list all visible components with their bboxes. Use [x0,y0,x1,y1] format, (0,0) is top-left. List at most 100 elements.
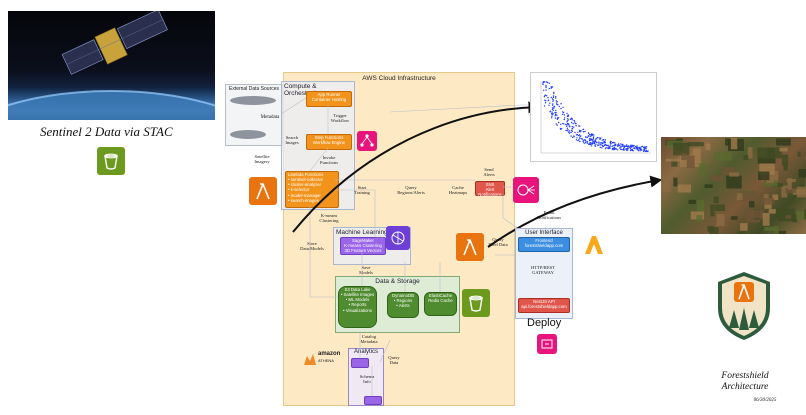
external-data-sources: External Data Sources Metadata [225,84,283,146]
scatter-point [609,145,611,147]
scatter-point [584,130,586,133]
map-patch [704,184,713,188]
scatter-point [631,148,633,150]
scatter-point [625,148,627,150]
map-patch [760,198,774,205]
scatter-point [551,107,554,109]
scatter-point [561,111,564,113]
scatter-point [569,118,572,120]
edge-invoke-functions: Invoke Functions [319,155,339,166]
external-title: External Data Sources [228,86,280,92]
map-patch [721,167,735,176]
scatter-point [621,148,623,151]
scatter-point [609,147,611,149]
scatter-point [552,99,554,101]
scatter-point [629,147,631,150]
map-patch [764,226,775,231]
map-patch [762,213,770,226]
scatter-point [555,123,557,125]
map-patch [688,199,697,204]
nestjs-api-node[interactable]: NestJS API api.forestshieldapp.com [518,298,570,313]
athena-brand: amazon [318,351,341,357]
scatter-point [572,122,574,125]
map-patch [757,157,776,164]
scatter-point [603,140,605,143]
scatter-point [583,142,585,144]
scatter-point [598,141,600,143]
scatter-point [594,145,596,147]
scatter-point [620,146,622,148]
scatter-point [551,98,554,100]
map-patch [687,142,704,147]
s3-bucket-icon [97,147,125,175]
scatter-point [583,139,585,141]
scatter-point [593,134,595,136]
scatter-point [582,140,584,142]
scatter-point [582,131,585,133]
map-patch [748,201,755,208]
scatter-point [587,132,590,134]
map-patch [785,188,797,194]
scatter-point [592,138,595,140]
map-patch [673,142,690,156]
scatter-point [637,150,640,152]
scatter-point [595,143,597,145]
scatter-point [578,134,581,136]
dynamodb-node: DynamoDB • Regions • Alerts [387,292,419,318]
map-patch [792,214,798,223]
scatter-point [571,125,573,128]
scatter-point [620,143,622,145]
scatter-point [579,125,581,127]
scatter-point [645,146,648,148]
forestshield-logo [715,270,773,342]
scatter-point [551,115,553,118]
ui-title: User Interface [525,230,563,236]
edge-catalog-metadata: Catalog Metadata [360,334,378,345]
scatter-point [553,107,555,109]
scatter-point [633,147,635,149]
scatter-point [636,148,638,150]
map-patch [726,175,742,189]
deploy-label: Deploy [527,317,562,329]
map-patch [661,183,671,193]
scatter-point [643,146,645,148]
scatter-point [614,144,616,147]
scatter-point [568,132,571,134]
satellite-caption: Sentinel 2 Data via STAC [40,124,173,139]
edge-query-regions-alerts: Query Regions/Alerts [397,185,425,196]
scatter-point [595,138,598,140]
scatter-point [614,142,616,144]
scatter-point [566,124,568,126]
map-patch [763,180,778,187]
scatter-point [596,136,599,139]
scatter-point [566,127,569,129]
scatter-point [566,125,568,128]
scatter-point [555,102,558,104]
scatter-point [571,127,573,130]
edge-satellite-imagery: Satellite Imagery [254,154,270,165]
map-patch [758,171,770,181]
scatter-point [589,142,591,144]
scatter-point [543,105,546,107]
scatter-point [570,131,572,134]
scatter-point [542,81,545,83]
map-patch [781,154,789,166]
analytics-group: Analytics [348,348,384,406]
frontend-node[interactable]: Frontend forestshieldapp.com [518,237,570,252]
map-patch [725,138,730,146]
scatter-point [645,148,647,150]
scatter-point [562,106,564,108]
scatter-point [555,96,557,98]
scatter-point [622,145,625,147]
scatter-point [568,125,570,127]
scatter-point [597,144,599,147]
map-patch [747,147,753,159]
scatter-point [586,142,589,144]
lambda-icon [249,177,277,205]
scatter-point [587,135,590,137]
scatter-point [575,134,578,136]
scatter-point [587,143,590,145]
scatter-point [604,139,607,141]
scatter-point [573,135,575,137]
edge-query-data: Query Data [388,355,400,366]
